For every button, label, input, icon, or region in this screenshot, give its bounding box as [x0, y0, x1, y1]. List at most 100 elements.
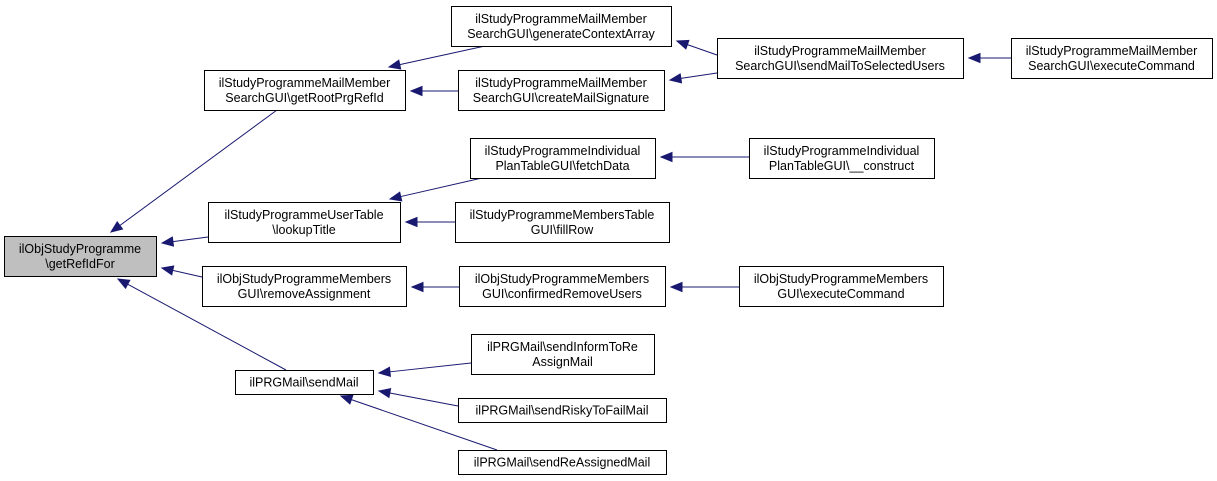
node-box: [204, 70, 406, 111]
edge-line: [399, 45, 486, 66]
edge-line: [400, 177, 483, 198]
edge-lookupTitle-to-root: [160, 236, 209, 247]
node-getRootPrgRefId[interactable]: ilStudyProgrammeMailMemberSearchGUI\getR…: [204, 70, 406, 111]
node-label-line: ilStudyProgrammeIndividual: [485, 144, 641, 158]
node-box: [471, 334, 655, 375]
node-label-line: ilStudyProgrammeMailMember: [475, 12, 647, 26]
node-box: [459, 266, 666, 307]
node-box: [4, 236, 157, 277]
node-confirmedRemoveUsers[interactable]: ilObjStudyProgrammeMembersGUI\confirmedR…: [459, 266, 666, 307]
node-fetchData[interactable]: ilStudyProgrammeIndividualPlanTableGUI\f…: [470, 138, 656, 179]
node-label-line: ilObjStudyProgrammeMembers: [754, 272, 928, 286]
edge-line: [127, 283, 287, 371]
edge-sendMailToSelectedUsers-to-generateContextArray: [675, 39, 718, 56]
node-box: [451, 6, 672, 47]
node-box: [739, 266, 944, 307]
node-box: [458, 70, 665, 111]
edge-createMailSignature-to-getRootPrgRefId: [409, 85, 458, 97]
edge-line: [119, 109, 278, 226]
node-label-line: PlanTableGUI\fetchData: [495, 159, 629, 173]
node-sendRiskyToFailMail[interactable]: ilPRGMail\sendRiskyToFailMail: [458, 398, 667, 423]
edge-line: [172, 269, 203, 278]
node-label-line: ilPRGMail\sendMail: [249, 376, 358, 390]
node-label-line: ilStudyProgrammeMailMember: [754, 44, 926, 58]
node-label-line: GUI\removeAssignment: [238, 287, 371, 301]
edge-arrowhead: [404, 216, 418, 228]
edge-arrowhead: [377, 387, 392, 399]
edge-line: [680, 72, 718, 79]
node-label-line: GUI\confirmedRemoveUsers: [482, 287, 642, 301]
node-label-line: ilStudyProgrammeMailMember: [219, 76, 391, 90]
node-construct[interactable]: ilStudyProgrammeIndividualPlanTableGUI\_…: [749, 138, 935, 179]
edge-arrowhead: [377, 366, 391, 377]
edge-fillRow-to-lookupTitle: [404, 216, 455, 228]
node-label-line: GUI\executeCommand: [777, 287, 904, 301]
node-createMailSignature[interactable]: ilStudyProgrammeMailMemberSearchGUI\crea…: [458, 70, 665, 111]
edge-mailExecuteCommand-to-sendMailToSelectedUsers: [967, 52, 1011, 64]
node-label-line: GUI\fillRow: [531, 223, 594, 237]
node-lookupTitle[interactable]: ilStudyProgrammeUserTable\lookupTitle: [208, 202, 401, 243]
edge-line: [687, 44, 718, 56]
edge-arrowhead: [387, 59, 402, 70]
edges-layer: [109, 39, 1011, 451]
edge-arrowhead: [160, 265, 175, 276]
edge-construct-to-fetchData: [659, 151, 749, 163]
node-box: [202, 266, 407, 307]
edge-generateContextArray-to-getRootPrgRefId: [387, 45, 486, 70]
node-box: [1011, 38, 1213, 79]
edge-arrowhead: [388, 191, 403, 202]
node-membersExecuteCommand[interactable]: ilObjStudyProgrammeMembersGUI\executeCom…: [739, 266, 944, 307]
node-box: [470, 138, 656, 179]
edge-line: [389, 362, 472, 373]
node-box: [749, 138, 935, 179]
node-label-line: ilPRGMail\sendReAssignedMail: [474, 456, 650, 470]
node-removeAssignment[interactable]: ilObjStudyProgrammeMembersGUI\removeAssi…: [202, 266, 407, 307]
edge-sendRiskyToFailMail-to-sendMail: [377, 387, 459, 407]
node-label-line: ilStudyProgrammeMailMember: [475, 76, 647, 90]
edge-arrowhead: [410, 281, 424, 293]
node-label-line: ilPRGMail\sendInformToRe: [487, 340, 638, 354]
node-sendMailToSelectedUsers[interactable]: ilStudyProgrammeMailMemberSearchGUI\send…: [717, 38, 964, 79]
edge-arrowhead: [675, 39, 690, 50]
edge-arrowhead: [659, 151, 673, 163]
edge-arrowhead: [668, 73, 683, 84]
node-box: [458, 450, 667, 475]
edge-getRootPrgRefId-to-root: [109, 109, 278, 233]
edge-removeAssignment-to-root: [160, 265, 203, 278]
edge-sendReAssignedMail-to-sendMail: [339, 394, 498, 451]
edge-line: [389, 392, 459, 407]
node-box: [717, 38, 964, 79]
edge-arrowhead: [669, 281, 683, 293]
edge-arrowhead: [339, 394, 354, 405]
node-box: [208, 202, 401, 243]
node-label-line: ilStudyProgrammeUserTable: [224, 208, 383, 222]
edge-sendInformToReAssignMail-to-sendMail: [377, 362, 472, 377]
node-root[interactable]: ilObjStudyProgramme\getRefIdFor: [4, 236, 157, 277]
edge-sendMail-to-root: [116, 278, 287, 371]
node-label-line: ilObjStudyProgramme: [19, 242, 141, 256]
node-sendReAssignedMail[interactable]: ilPRGMail\sendReAssignedMail: [458, 450, 667, 475]
node-label-line: ilObjStudyProgrammeMembers: [475, 272, 649, 286]
edge-line: [351, 399, 498, 451]
node-label-line: SearchGUI\executeCommand: [1028, 59, 1195, 73]
node-box: [235, 370, 374, 395]
node-box: [458, 398, 667, 423]
edge-confirmedRemoveUsers-to-removeAssignment: [410, 281, 459, 293]
node-label-line: AssignMail: [532, 355, 592, 369]
nodes-layer: ilObjStudyProgramme\getRefIdFor ilStudyPr…: [4, 6, 1213, 475]
node-mailExecuteCommand[interactable]: ilStudyProgrammeMailMemberSearchGUI\exec…: [1011, 38, 1213, 79]
edge-fetchData-to-lookupTitle: [388, 177, 483, 202]
node-label-line: PlanTableGUI\__construct: [769, 159, 915, 173]
node-generateContextArray[interactable]: ilStudyProgrammeMailMemberSearchGUI\gene…: [451, 6, 672, 47]
node-label-line: ilObjStudyProgrammeMembers: [217, 272, 391, 286]
node-label-line: ilPRGMail\sendRiskyToFailMail: [476, 404, 649, 418]
node-label-line: \lookupTitle: [272, 223, 336, 237]
edge-arrowhead: [160, 236, 175, 247]
node-label-line: ilStudyProgrammeMailMember: [1026, 44, 1198, 58]
node-label-line: SearchGUI\getRootPrgRefId: [225, 91, 383, 105]
node-sendMail[interactable]: ilPRGMail\sendMail: [235, 370, 374, 395]
edge-arrowhead: [409, 85, 423, 97]
